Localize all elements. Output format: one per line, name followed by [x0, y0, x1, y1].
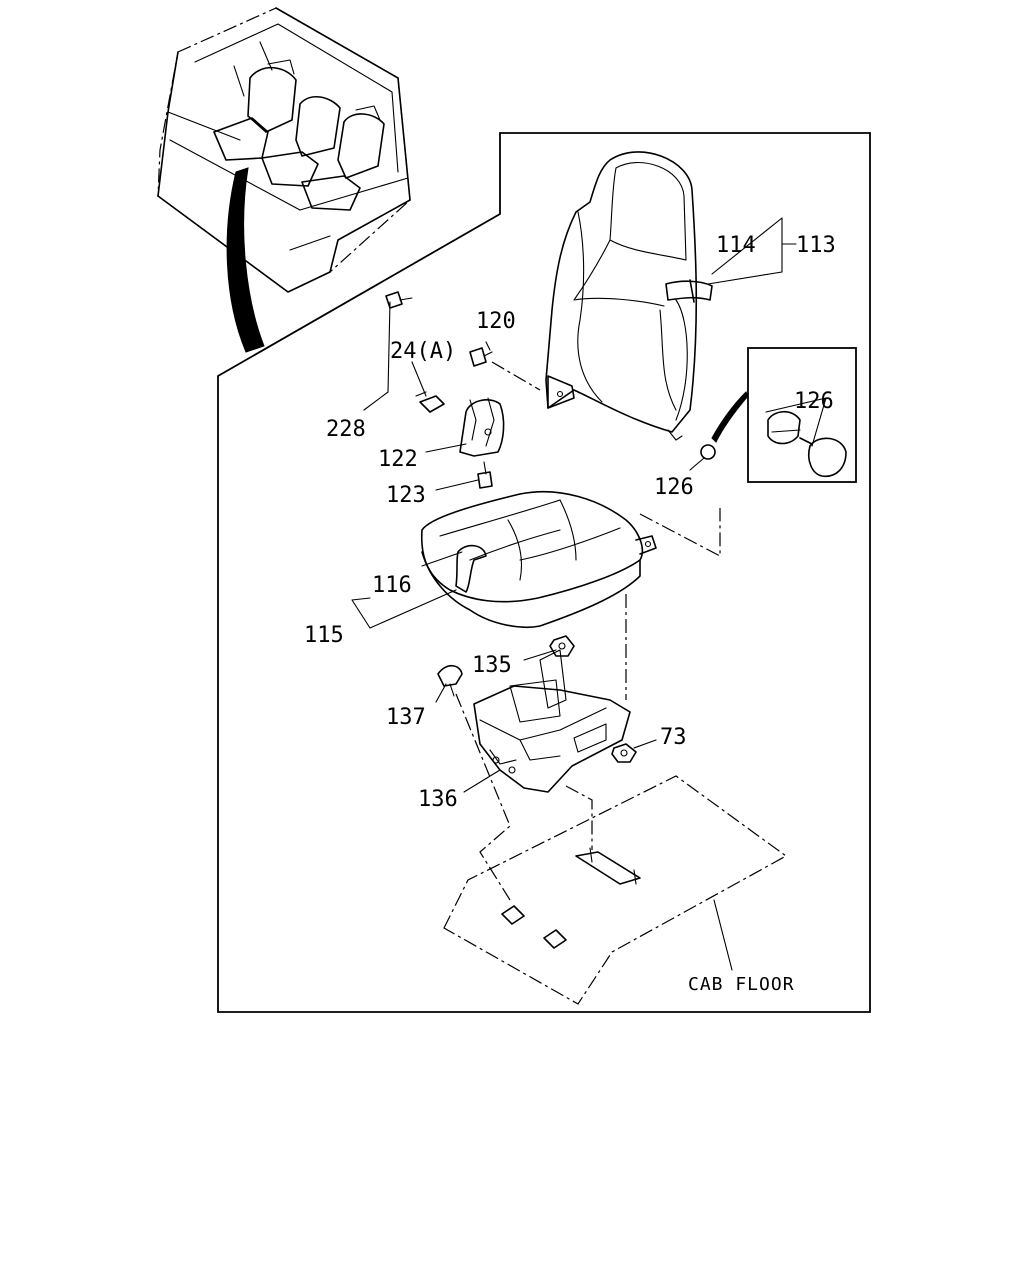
leader-120-line: [491, 361, 541, 391]
nut-135: [549, 635, 575, 657]
clip-24a: [415, 391, 445, 413]
label-cab-floor: CAB FLOOR: [688, 974, 795, 995]
label-126: 126: [654, 475, 694, 500]
cab-overview-illustration: [157, 7, 411, 353]
label-24a: 24(A): [390, 339, 456, 364]
label-135: 135: [472, 653, 512, 678]
label-113: 113: [796, 233, 836, 258]
detail-frame: [217, 132, 871, 1013]
label-126-inset: 126: [794, 389, 834, 414]
label-120: 120: [476, 309, 516, 334]
cab-floor-panel: [443, 775, 788, 1005]
label-122: 122: [378, 447, 418, 472]
label-115: 115: [304, 623, 344, 648]
nut-73: [611, 743, 637, 763]
label-73: 73: [660, 725, 687, 750]
label-123: 123: [386, 483, 426, 508]
bolt-228: [385, 291, 413, 309]
seat-cushion: [420, 490, 657, 629]
hinge-bracket: [459, 397, 505, 457]
bolt-120: [469, 347, 493, 367]
label-137: 137: [386, 705, 426, 730]
inset-plug-detail: [711, 347, 857, 483]
leader-lines: [351, 217, 827, 971]
bolt-137: [437, 664, 463, 697]
label-114: 114: [716, 233, 756, 258]
label-228: 228: [326, 417, 366, 442]
seat-base-frame: [473, 649, 631, 793]
bolt-123: [477, 461, 493, 489]
label-116: 116: [372, 573, 412, 598]
plug-126: [700, 444, 716, 460]
label-136: 136: [418, 787, 458, 812]
seat-back: [545, 151, 713, 441]
